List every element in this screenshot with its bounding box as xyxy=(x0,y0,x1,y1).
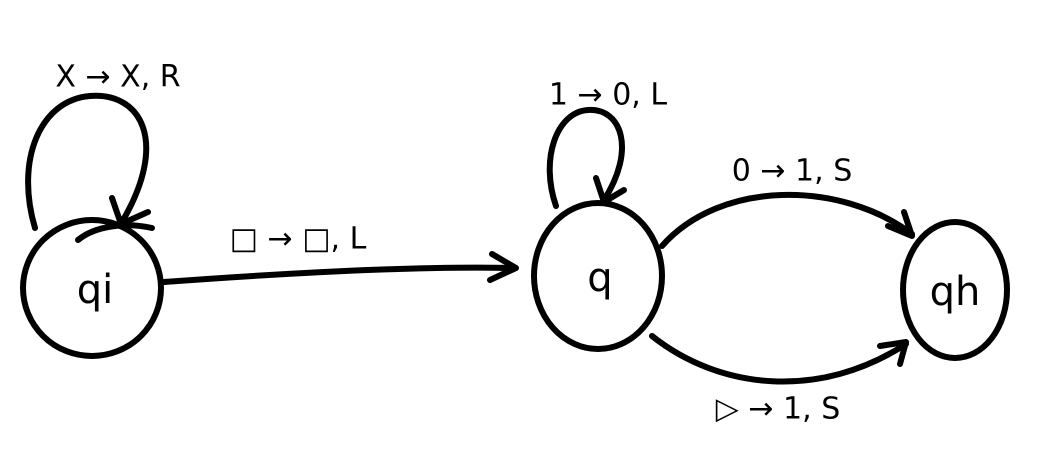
state-qi: qi xyxy=(20,217,164,359)
state-q: q xyxy=(531,200,665,352)
transition-q-self: 1 → 0, L xyxy=(546,78,667,209)
transition-qi-to-q-label: □ → □, L xyxy=(230,222,367,257)
transition-q-to-qh-top-arrowhead xyxy=(885,209,915,239)
transition-q-to-qh-bottom: ▷ → 1, S xyxy=(649,333,909,427)
transition-q-self-label: 1 → 0, L xyxy=(549,78,667,113)
transition-q-self-arrowhead xyxy=(593,175,627,205)
transition-q-to-qh-top-label: 0 → 1, S xyxy=(732,154,853,189)
transition-qi-self: X → X, R xyxy=(25,60,181,243)
state-qh-circle xyxy=(900,219,1010,361)
transition-q-self-edge xyxy=(546,106,625,209)
state-qh: qh xyxy=(900,219,1010,361)
transition-qi-to-q-edge xyxy=(161,264,515,285)
transition-qi-self-label: X → X, R xyxy=(55,60,180,95)
transition-qi-self-entry xyxy=(75,222,155,243)
state-q-label: q xyxy=(587,255,612,301)
transition-qi-self-edge xyxy=(25,92,150,231)
state-q-circle xyxy=(531,200,665,352)
state-qi-label: qi xyxy=(77,267,114,313)
state-qi-circle xyxy=(20,217,164,359)
transition-q-to-qh-top-edge xyxy=(659,192,915,249)
transition-q-to-qh-bottom-arrowhead xyxy=(877,339,909,367)
transition-q-to-qh-bottom-label: ▷ → 1, S xyxy=(716,392,840,427)
transition-q-to-qh-top: 0 → 1, S xyxy=(659,154,915,249)
transition-qi-to-q-arrowhead xyxy=(487,251,519,283)
transition-qi-to-q: □ → □, L xyxy=(161,222,519,285)
state-qh-label: qh xyxy=(930,269,981,315)
transition-q-to-qh-bottom-edge xyxy=(649,333,909,385)
